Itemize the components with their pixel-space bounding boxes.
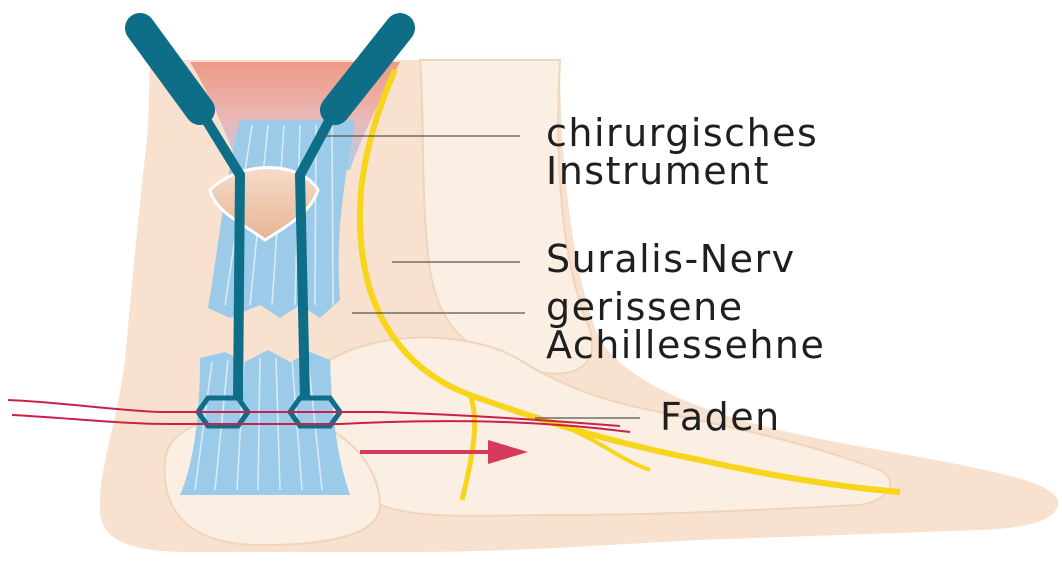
label-thread: Faden [660,395,781,439]
label-tendon-line2: Achillessehne [546,323,825,367]
label-instrument-line2: Instrument [546,149,770,193]
label-sural-nerve: Suralis-Nerv [546,237,796,281]
